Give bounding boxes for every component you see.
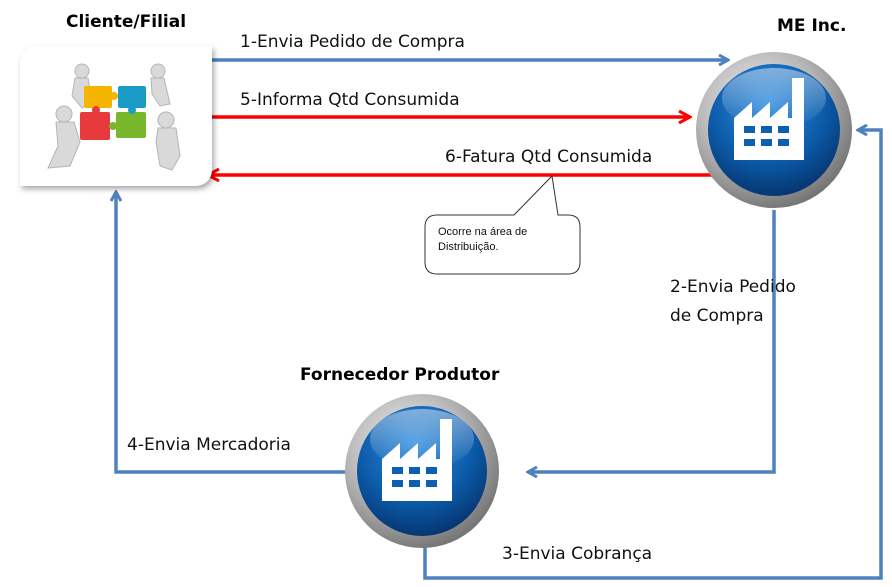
flow-2-arrow <box>528 210 776 472</box>
supplier-title: Fornecedor Produtor <box>300 365 500 385</box>
callout-text: Ocorre na área de Distribuição. <box>438 225 527 255</box>
me-inc-title: ME Inc. <box>777 16 847 36</box>
puzzle-team-icon <box>47 63 181 171</box>
flow-2-label-line2: de Compra <box>670 306 764 326</box>
callout-bubble <box>424 174 581 275</box>
me-inc-node[interactable] <box>696 52 852 208</box>
flow-3-label: 3-Envia Cobrança <box>502 544 653 564</box>
flow-2-label-line1: 2-Envia Pedido <box>670 277 796 297</box>
supplier-node[interactable] <box>345 394 499 548</box>
flow-5-label: 5-Informa Qtd Consumida <box>240 90 460 110</box>
client-node[interactable] <box>20 46 212 186</box>
flow-1-label: 1-Envia Pedido de Compra <box>240 32 465 52</box>
flow-4-arrow <box>116 192 346 474</box>
flow-3-arrow <box>423 130 883 580</box>
flow-4-label: 4-Envia Mercadoria <box>127 435 291 455</box>
client-title: Cliente/Filial <box>66 12 187 32</box>
callout-line-2: Distribuição. <box>438 241 499 253</box>
flow-6-label: 6-Fatura Qtd Consumida <box>445 147 653 167</box>
callout-line-1: Ocorre na área de <box>438 226 528 238</box>
